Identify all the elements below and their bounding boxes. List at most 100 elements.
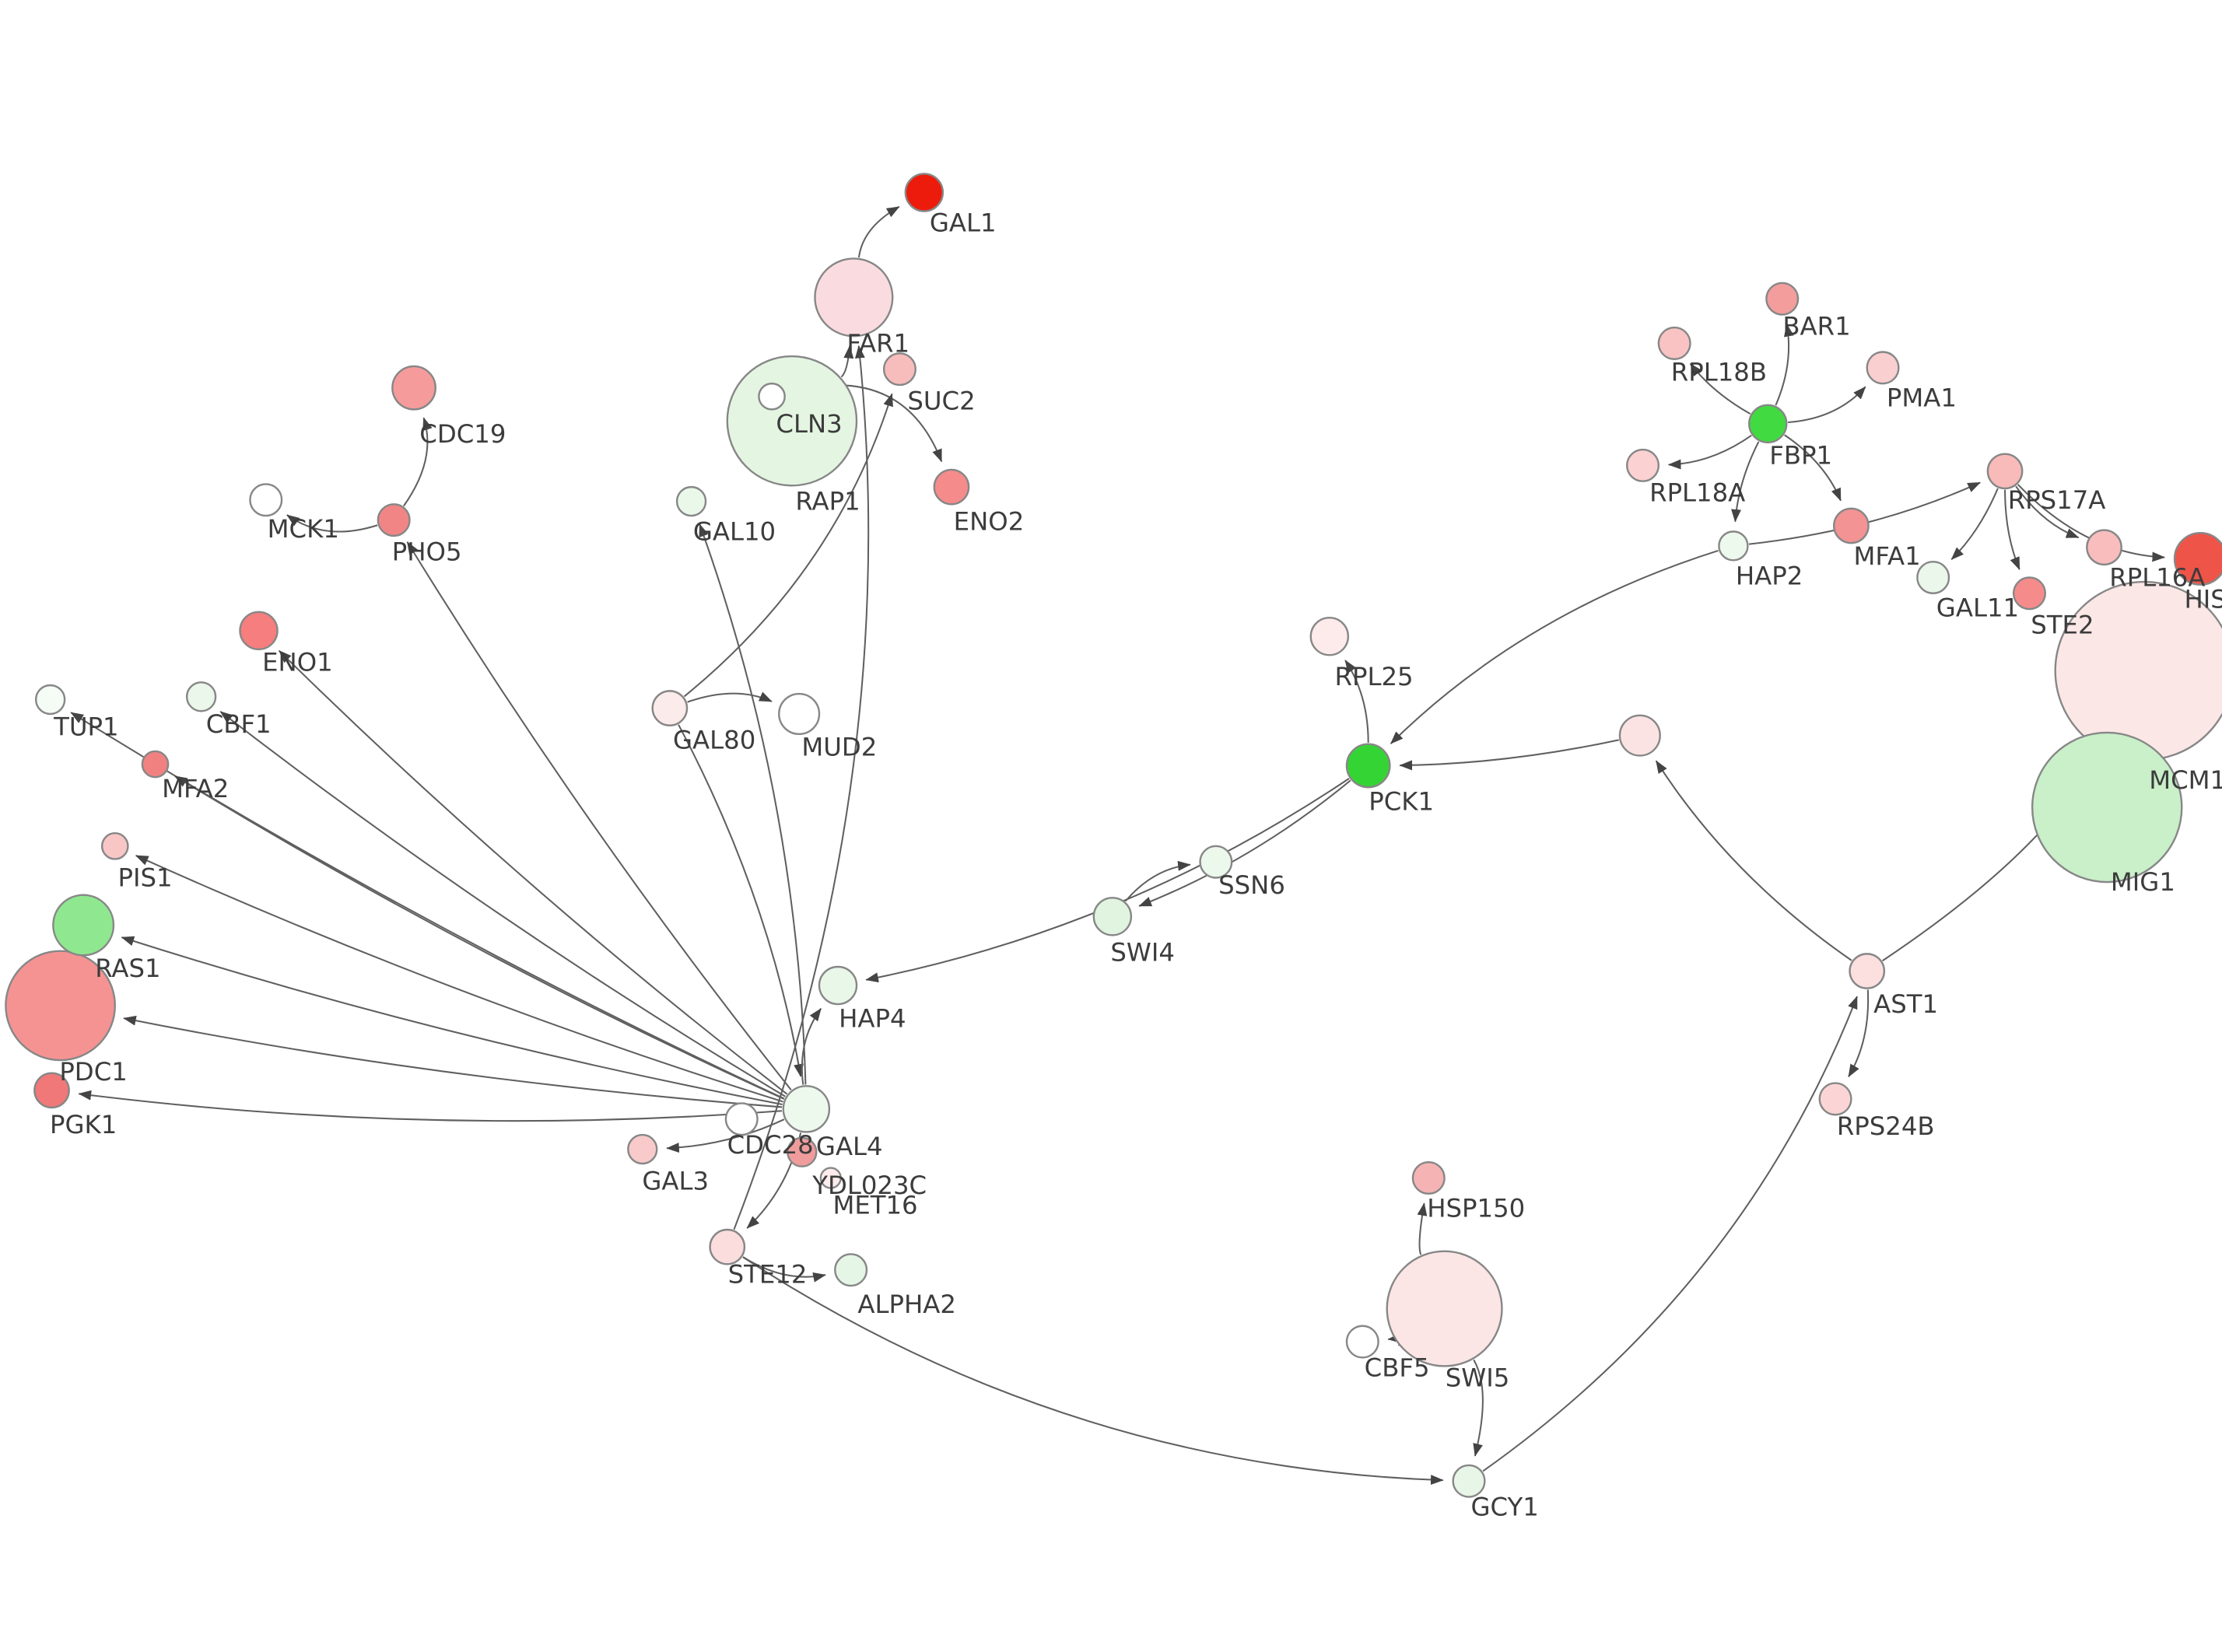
node-label-GAL3: GAL3 [642,1166,709,1195]
edge-SWI5-HSP150 [1417,1202,1428,1255]
node-YDL023C[interactable] [787,1136,818,1167]
node-HAP2[interactable] [1718,530,1749,562]
node-STE12[interactable] [709,1228,746,1265]
node-label-SWI5: SWI5 [1446,1363,1510,1392]
node-RPL18A[interactable] [1625,448,1660,482]
node-FAR1[interactable] [814,257,894,338]
node-SUC2[interactable] [882,352,916,387]
node-ALPHA2[interactable] [834,1253,868,1287]
edge-GAL4-TUP1 [70,712,785,1100]
node-label-BAR1: BAR1 [1782,311,1850,341]
node-PGK1[interactable] [33,1072,70,1109]
edge-FBP1-RPL18B [1689,362,1751,415]
node-label-SWI4: SWI4 [1110,938,1175,968]
node-GAL80[interactable] [651,690,689,726]
node-SWI5[interactable] [1386,1250,1503,1367]
node-label-CLN3: CLN3 [776,409,842,439]
node-STE2[interactable] [2012,576,2046,611]
node-label-YDL023C: YDL023C [811,1171,927,1200]
node-GAL1[interactable] [904,173,945,212]
edge-STE12-FAR1 [733,345,870,1230]
edge-FBP1-PMA1 [1788,386,1866,424]
edge-NODE_A-PCK1 [1399,739,1619,771]
node-label-RPL18B: RPL18B [1671,357,1767,387]
node-RAS1[interactable] [52,894,115,957]
node-GCY1[interactable] [1452,1464,1486,1498]
node-CDC28[interactable] [724,1102,759,1136]
node-RAP1[interactable] [758,382,786,411]
edge-FAR1-GAL1 [857,205,900,258]
node-RPL16A[interactable] [2086,529,2122,566]
edge-RPS17A-HIS4 [2017,484,2166,562]
node-label-ALPHA2: ALPHA2 [857,1290,956,1319]
node-PIS1[interactable] [100,832,129,860]
node-RPS17A[interactable] [1986,453,2024,490]
node-label-HAP2: HAP2 [1736,562,1803,591]
node-CDC19[interactable] [391,365,436,411]
node-GAL4[interactable] [782,1085,831,1133]
node-label-MFA2: MFA2 [162,774,229,803]
edge-PCK1-SWI4 [1138,779,1351,907]
edge-GCY1-AST1 [1482,996,1858,1472]
node-GAL3[interactable] [627,1133,658,1165]
node-MUD2[interactable] [778,692,821,735]
node-label-SSN6: SSN6 [1218,870,1285,900]
edge-GAL4-RAS1 [121,936,783,1105]
node-unlabeled[interactable] [1618,714,1661,757]
node-CLN3[interactable] [726,355,858,487]
node-GAL10[interactable] [675,485,707,517]
edge-SWI5-GCY1 [1473,1359,1484,1457]
node-MET16[interactable] [819,1167,842,1189]
node-BAR1[interactable] [1765,282,1800,316]
node-MCK1[interactable] [249,483,283,517]
node-RPS24B[interactable] [1818,1082,1852,1116]
node-MIG1[interactable] [2031,731,2183,884]
edge-GAL80-GAL4 [678,724,804,1077]
node-label-PIS1: PIS1 [118,863,173,893]
node-HSP150[interactable] [1411,1160,1446,1195]
node-GAL11[interactable] [1916,560,1950,594]
edge-PHO5-MCK1 [286,514,378,533]
edge-FBP1-RPL18A [1667,434,1752,470]
node-label-RAS1: RAS1 [95,954,160,983]
node-label-RPL16A: RPL16A [2109,563,2205,593]
node-label-FBP1: FBP1 [1769,441,1832,471]
node-MFA2[interactable] [141,750,170,779]
node-SWI4[interactable] [1092,897,1133,936]
node-label-GAL10: GAL10 [693,516,776,546]
node-HAP4[interactable] [818,965,858,1006]
node-SSN6[interactable] [1199,845,1233,879]
node-HIS4[interactable] [2173,532,2222,586]
node-ENO2[interactable] [933,468,970,506]
node-PHO5[interactable] [377,503,411,537]
node-label-HIS4: HIS4 [2184,584,2222,614]
edge-SWI4-SSN6 [1124,860,1191,902]
edge-GAL80-MUD2 [687,691,773,703]
node-PMA1[interactable] [1866,351,1900,385]
node-PDC1[interactable] [5,950,116,1062]
edge-RPS17A-STE2 [2004,489,2020,570]
edge-GAL4-ENO1 [279,649,788,1095]
node-label-PGK1: PGK1 [50,1110,117,1139]
node-label-STE2: STE2 [2031,611,2094,640]
node-MFA1[interactable] [1833,507,1870,544]
edge-AST1-NODE_A [1655,760,1852,961]
node-RPL18B[interactable] [1657,326,1691,360]
node-PCK1[interactable] [1345,743,1391,789]
edge-CLN3-FAR1 [840,345,854,378]
node-CBF1[interactable] [185,681,217,712]
node-CBF5[interactable] [1345,1325,1379,1359]
node-label-ENO2: ENO2 [954,507,1025,537]
node-RPL25[interactable] [1309,616,1350,656]
node-label-RPL18A: RPL18A [1649,478,1745,508]
node-FBP1[interactable] [1748,404,1788,444]
node-ENO1[interactable] [239,611,279,651]
node-label-PMA1: PMA1 [1887,383,1957,413]
node-label-RPS17A: RPS17A [2008,485,2106,515]
edge-GAL4-GAL10 [699,523,807,1085]
node-TUP1[interactable] [34,684,66,716]
node-AST1[interactable] [1849,953,1886,989]
node-label-CBF5: CBF5 [1365,1353,1430,1382]
